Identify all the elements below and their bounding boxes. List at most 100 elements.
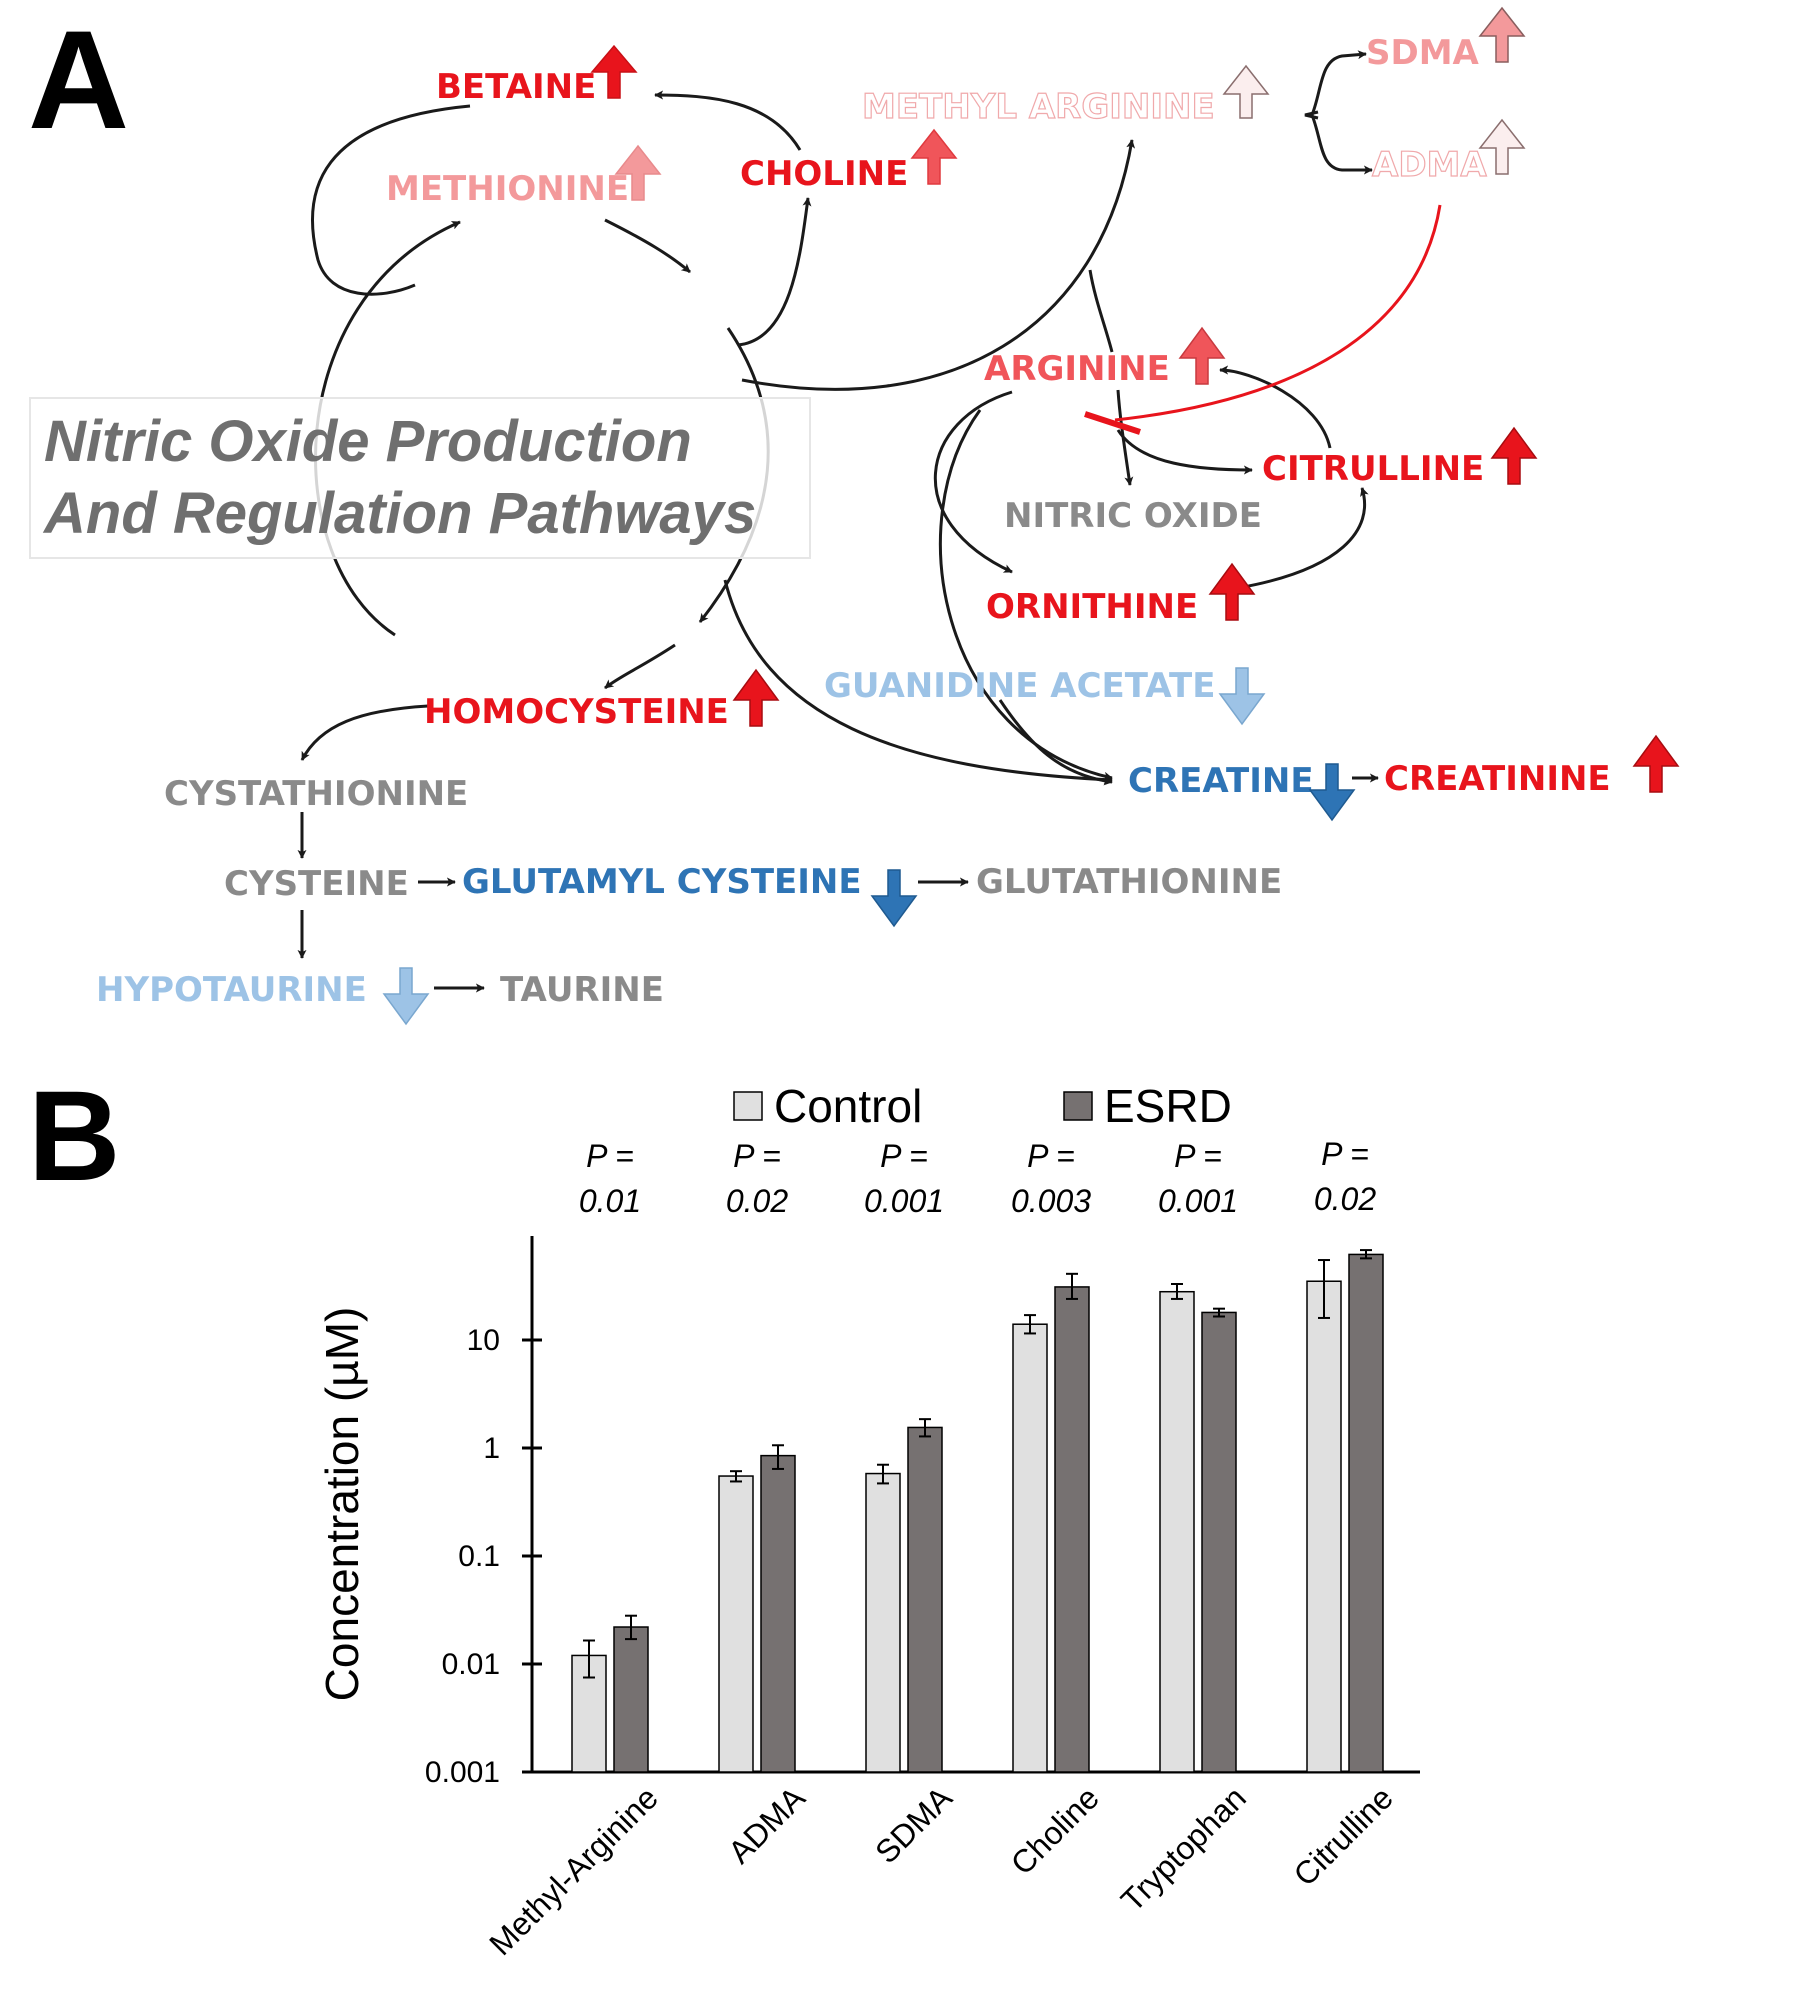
p-value-number: 0.02 [726, 1183, 788, 1219]
homocysteine-to-cystathionine-arrow [300, 704, 429, 761]
category-label: ADMA [721, 1779, 812, 1870]
node-adma: ADMA [1372, 145, 1487, 185]
methionine-up-arrow-icon [614, 144, 662, 201]
brace-mark [1304, 110, 1319, 120]
title-line-1: Nitric Oxide Production [44, 409, 692, 474]
p-value-number: 0.001 [864, 1183, 944, 1219]
bar-control-citrulline [1306, 1280, 1342, 1773]
y-tick-label: 1 [483, 1432, 500, 1465]
title-line-2: And Regulation Pathways [42, 481, 756, 546]
p-value-label: P = [586, 1138, 634, 1174]
arginine-to-ornithine-arrow [934, 390, 1013, 574]
panel-a-label: A [28, 1, 129, 158]
betaine-up-arrow-icon [590, 44, 638, 99]
inhibition-bar [1084, 411, 1141, 435]
node-taurine: TAURINE [500, 970, 664, 1010]
p-value-label: P = [1174, 1138, 1222, 1174]
node-methyl-arginine: METHYL ARGININE [862, 87, 1215, 127]
betaine-loop-arrow [311, 104, 471, 296]
methyl-arginine-up-arrow-icon [1222, 64, 1270, 119]
node-hypotaurine: HYPOTAURINE [96, 970, 367, 1010]
arginine-to-creatine-arrow [938, 409, 1113, 781]
citrulline-up-arrow-icon [1490, 426, 1538, 485]
arginine-branch-arrow [1088, 269, 1114, 353]
p-value-label: P = [880, 1138, 928, 1174]
bar-esrd-sdma [907, 1426, 943, 1773]
arginine-to-citrulline-arrow [1116, 429, 1253, 475]
node-betaine: BETAINE [436, 67, 596, 107]
category-label: SDMA [868, 1779, 959, 1870]
y-tick-label: 0.1 [458, 1540, 500, 1573]
guanidine-acetate-to-creatine-arrow [998, 699, 1113, 786]
node-sdma: SDMA [1366, 33, 1480, 73]
node-glutathionine: GLUTATHIONINE [976, 862, 1282, 902]
arginine-up-arrow-icon [1178, 326, 1226, 385]
p-value-number: 0.001 [1158, 1183, 1238, 1219]
node-nitric-oxide: NITRIC OXIDE [1004, 496, 1262, 536]
glutamyl-cysteine-down-arrow-icon [870, 869, 918, 928]
legend-label-esrd: ESRD [1104, 1080, 1232, 1132]
p-value-label: P = [733, 1138, 781, 1174]
adma-inhibition-line [1114, 204, 1442, 422]
bar-control-tryptophan [1159, 1290, 1195, 1773]
panel-b-label: B [28, 1065, 120, 1208]
node-citrulline: CITRULLINE [1262, 449, 1484, 489]
legend: Control ESRD [733, 1080, 1232, 1132]
y-tick-label: 0.01 [442, 1648, 500, 1681]
bar-esrd-methyl-arginine [613, 1626, 649, 1773]
hypotaurine-down-arrow-icon [382, 967, 430, 1026]
node-methionine: METHIONINE [386, 169, 629, 209]
choline-to-betaine-arrow [654, 90, 802, 151]
sam-to-methylarginine-arrow [741, 139, 1136, 391]
title-box [29, 397, 811, 559]
category-label: Methyl-Arginine [482, 1779, 665, 1962]
bar-esrd-adma [760, 1454, 796, 1773]
bar-control-adma [718, 1475, 754, 1773]
bar-esrd-tryptophan [1201, 1311, 1237, 1773]
node-guanidine-acetate: GUANIDINE ACETATE [824, 666, 1215, 706]
legend-swatch-esrd [1063, 1091, 1093, 1121]
panel-b: B Control ESRD 0.001 0.01 0.1 1 10 Concentra… [28, 1065, 1420, 1962]
y-axis-title: Concentration (µM) [316, 1307, 368, 1702]
methionine-to-sam-arrow [604, 218, 691, 274]
node-choline: CHOLINE [740, 154, 908, 194]
node-creatinine: CREATININE [1384, 759, 1611, 799]
p-value-label: P = [1027, 1138, 1075, 1174]
node-cystathionine: CYSTATHIONINE [164, 774, 468, 814]
sam-to-choline-arrow [737, 197, 812, 347]
ornithine-to-citrulline-arrow [1237, 487, 1369, 590]
p-value-number: 0.003 [1011, 1183, 1091, 1219]
bar-groups [571, 1249, 1384, 1773]
node-cysteine: CYSTEINE [224, 864, 409, 904]
adma-up-arrow-icon [1478, 118, 1526, 175]
category-label: Choline [1004, 1779, 1106, 1881]
category-label: Tryptophan [1114, 1779, 1253, 1918]
p-value-number: 0.02 [1314, 1181, 1376, 1217]
metabolite-nodes: BETAINE METHIONINE CHOLINE METHYL ARGINI… [96, 33, 1611, 1010]
node-glutamyl-cysteine: GLUTAMYL CYSTEINE [462, 862, 862, 902]
sah-to-homocysteine-arrow [604, 643, 676, 690]
bar-esrd-choline [1054, 1286, 1090, 1773]
y-tick-label: 10 [467, 1324, 500, 1357]
node-homocysteine: HOMOCYSTEINE [424, 692, 729, 732]
legend-label-control: Control [774, 1080, 922, 1132]
creatine-down-arrow-icon [1308, 763, 1356, 822]
p-value-number: 0.01 [579, 1183, 641, 1219]
legend-swatch-control [733, 1091, 763, 1121]
category-label: Citrulline [1286, 1779, 1399, 1892]
bar-control-sdma [865, 1472, 901, 1773]
node-creatine: CREATINE [1128, 761, 1314, 801]
guanidine-acetate-down-arrow-icon [1218, 667, 1266, 726]
bar-control-choline [1012, 1323, 1048, 1773]
sam-to-creatine-arrow [723, 579, 1113, 785]
choline-up-arrow-icon [910, 128, 958, 185]
homocysteine-up-arrow-icon [732, 668, 780, 727]
bar-esrd-citrulline [1348, 1253, 1384, 1773]
brace-to-adma-arrow [1310, 114, 1373, 175]
pathway-arrows [297, 50, 1379, 993]
